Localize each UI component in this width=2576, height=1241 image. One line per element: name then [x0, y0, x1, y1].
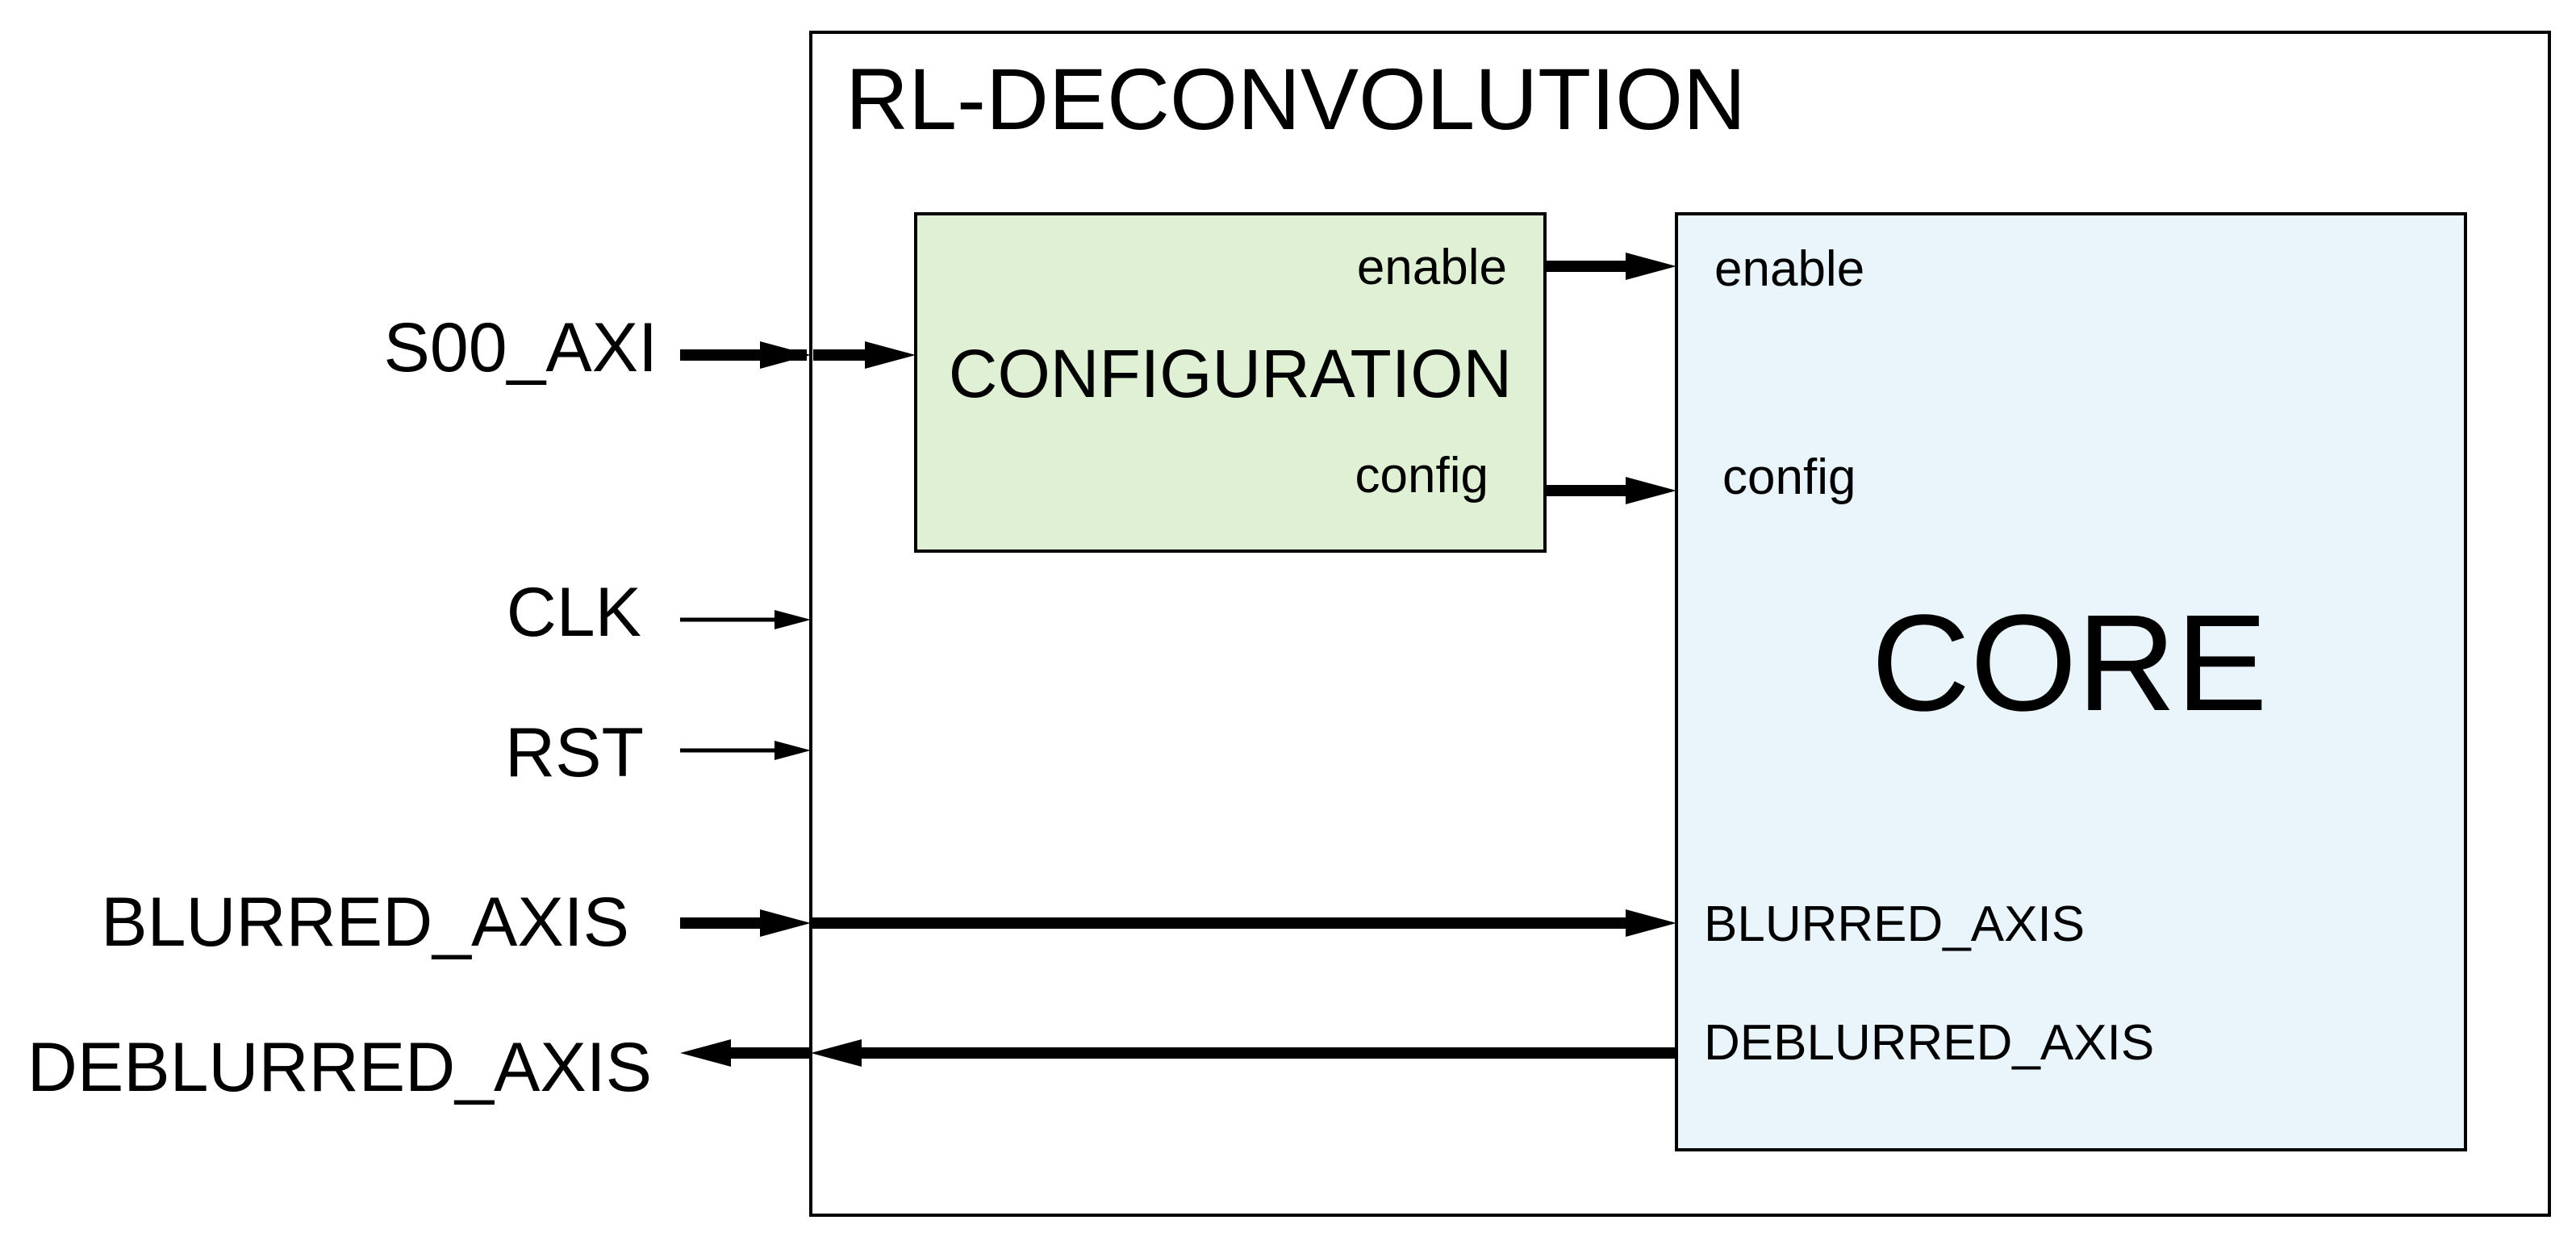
port-label-s00-axi: S00_AXI [384, 309, 658, 387]
core-block-label: CORE [1871, 587, 2267, 740]
config-arrowhead [1626, 477, 1676, 504]
deblurred-axis-out-arrowhead [680, 1039, 731, 1067]
core-port-enable: enable [1714, 241, 1864, 297]
port-label-rst: RST [505, 714, 644, 792]
port-label-clk: CLK [507, 574, 641, 651]
port-label-blurred-axis: BLURRED_AXIS [101, 884, 629, 961]
blurred-axis-in-arrowhead [760, 909, 811, 937]
port-label-deblurred-axis: DEBLURRED_AXIS [27, 1029, 652, 1106]
s00-axi-internal-arrowhead [865, 341, 916, 369]
enable-arrowhead [1626, 253, 1676, 280]
deblurred-axis-internal-arrowhead [811, 1039, 862, 1067]
rst-arrowhead [774, 741, 811, 760]
configuration-block [914, 212, 1547, 553]
core-port-blurred-axis: BLURRED_AXIS [1704, 896, 2085, 952]
module-title: RL-DECONVOLUTION [845, 50, 1746, 148]
core-block [1675, 212, 2467, 1151]
blurred-axis-internal-arrowhead [1626, 909, 1676, 937]
configuration-block-label: CONFIGURATION [949, 336, 1512, 412]
configuration-port-config: config [1355, 448, 1488, 504]
s00-axi-in-arrowhead [760, 341, 811, 369]
configuration-port-enable: enable [1357, 240, 1507, 295]
core-port-deblurred-axis: DEBLURRED_AXIS [1704, 1015, 2154, 1071]
core-port-config: config [1722, 449, 1856, 505]
clk-arrowhead [774, 610, 811, 629]
